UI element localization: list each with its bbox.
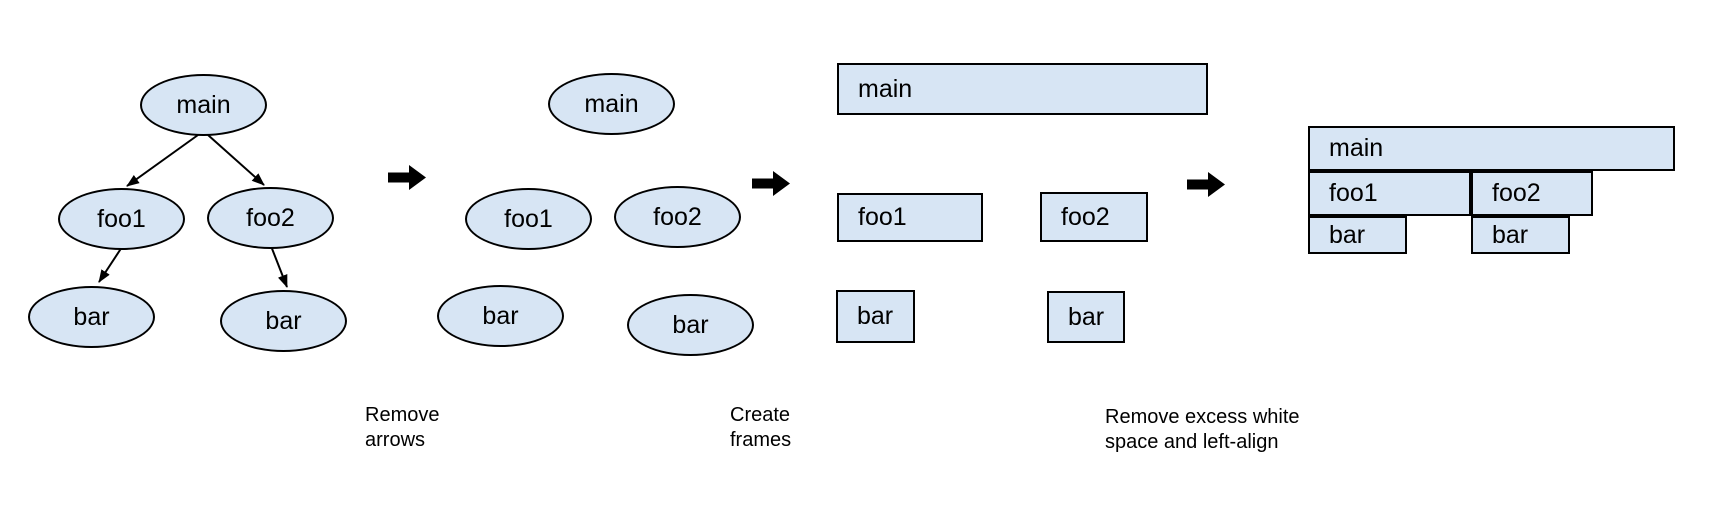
tree-node-foo2: foo2 xyxy=(207,187,334,249)
no-arrows-node-foo1-label: foo1 xyxy=(504,204,553,233)
frame-rect-bar-left: bar xyxy=(836,290,915,343)
tree-node-bar-right-label: bar xyxy=(265,306,302,335)
flame-frame-main: main xyxy=(1308,126,1675,171)
no-arrows-node-foo2-label: foo2 xyxy=(653,202,702,231)
flame-frame-bar-right-label: bar xyxy=(1492,220,1529,249)
caption-create-frames: Create frames xyxy=(730,404,792,451)
edge-main-foo2-arrow xyxy=(207,134,265,186)
flame-frame-foo2: foo2 xyxy=(1471,171,1593,216)
no-arrows-node-bar-right-label: bar xyxy=(672,310,709,339)
frame-rect-bar-left-label: bar xyxy=(857,302,894,330)
step2-arrow-icon xyxy=(752,171,790,196)
frame-rect-bar-right-label: bar xyxy=(1068,302,1105,331)
no-arrows-node-bar-left: bar xyxy=(437,285,564,347)
frame-rect-foo2-label: foo2 xyxy=(1061,202,1110,231)
edge-foo1-bar-arrow xyxy=(98,246,123,283)
caption-left-align: Remove excess white space and left-align xyxy=(1105,406,1300,453)
tree-node-foo2-label: foo2 xyxy=(246,203,295,232)
tree-node-main-label: main xyxy=(176,90,231,119)
step1-arrow-icon xyxy=(388,165,426,190)
flame-frame-bar-right: bar xyxy=(1471,216,1570,254)
no-arrows-node-bar-left-label: bar xyxy=(482,301,519,330)
no-arrows-node-bar-right: bar xyxy=(627,294,754,356)
flame-frame-bar-left-label: bar xyxy=(1329,220,1366,249)
no-arrows-node-foo1: foo1 xyxy=(465,188,592,250)
edge-foo2-bar-arrow xyxy=(270,245,288,288)
no-arrows-node-foo2: foo2 xyxy=(614,186,741,248)
frame-rect-main-label: main xyxy=(858,74,913,103)
tree-node-foo1-label: foo1 xyxy=(97,204,146,233)
flame-frame-main-label: main xyxy=(1329,134,1384,162)
tree-node-main: main xyxy=(140,74,267,136)
flame-frame-foo1: foo1 xyxy=(1308,171,1471,216)
flame-frame-foo2-label: foo2 xyxy=(1492,179,1541,207)
step3-arrow-icon xyxy=(1187,172,1225,197)
tree-node-bar-left-label: bar xyxy=(73,302,110,331)
tree-node-foo1: foo1 xyxy=(58,188,185,250)
frame-rect-foo1-label: foo1 xyxy=(858,203,907,231)
flame-frame-bar-left: bar xyxy=(1308,216,1407,254)
flame-frame-foo1-label: foo1 xyxy=(1329,179,1378,207)
no-arrows-node-main-label: main xyxy=(584,89,639,118)
frame-rect-foo2: foo2 xyxy=(1040,192,1148,242)
tree-node-bar-right: bar xyxy=(220,290,347,352)
edge-main-foo1-arrow xyxy=(126,134,199,187)
frame-rect-foo1: foo1 xyxy=(837,193,983,242)
caption-remove-arrows: Remove arrows xyxy=(365,404,440,451)
no-arrows-node-main: main xyxy=(548,73,675,135)
frame-rect-bar-right: bar xyxy=(1047,291,1125,343)
tree-node-bar-left: bar xyxy=(28,286,155,348)
frame-rect-main: main xyxy=(837,63,1208,115)
